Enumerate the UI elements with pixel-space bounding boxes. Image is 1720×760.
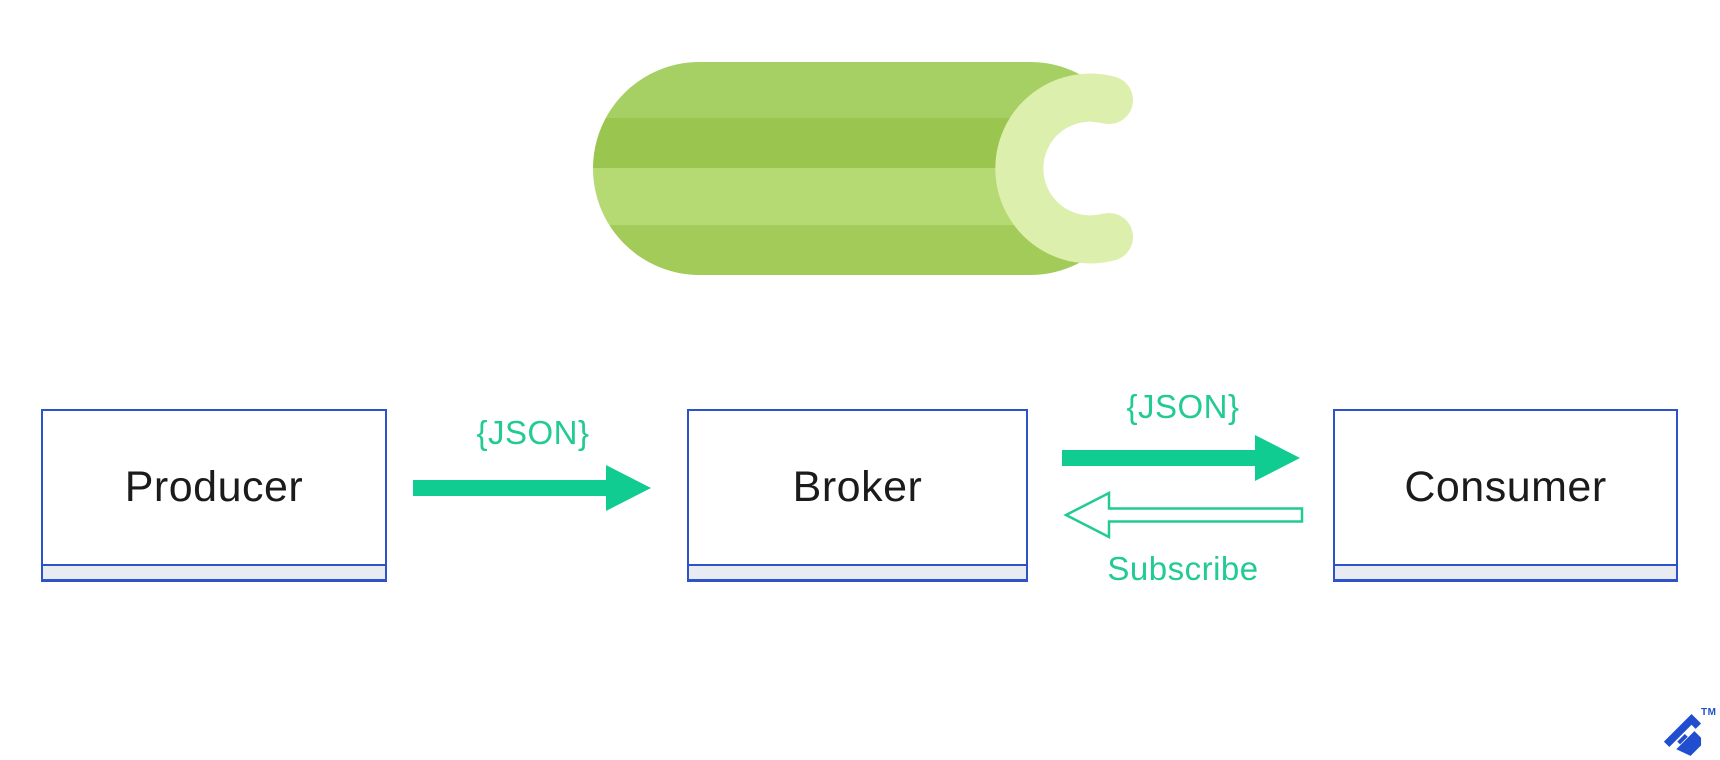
- toptal-logo-icon: [1663, 713, 1702, 756]
- trademark-label: TM: [1701, 707, 1717, 718]
- solid-right-arrow-icon: [413, 465, 651, 511]
- node-producer-label: Producer: [124, 463, 304, 511]
- celery-logo-icon: [593, 62, 1133, 275]
- node-consumer-footer-bar: [1335, 564, 1676, 579]
- node-producer-footer-bar: [43, 564, 385, 579]
- edge-label-json-producer-broker: {JSON}: [476, 414, 590, 451]
- solid-right-arrow-icon: [1062, 435, 1300, 481]
- outline-left-arrow-icon: [1063, 491, 1304, 539]
- node-producer: Producer: [41, 409, 387, 582]
- node-broker-footer-bar: [689, 564, 1026, 579]
- celery-cross-section-c: [995, 73, 1133, 264]
- edge-label-subscribe: Subscribe: [1107, 550, 1259, 587]
- node-broker: Broker: [687, 409, 1028, 582]
- node-consumer: Consumer: [1333, 409, 1678, 582]
- node-broker-label: Broker: [792, 463, 923, 511]
- node-consumer-label: Consumer: [1404, 463, 1607, 511]
- edge-label-json-broker-consumer: {JSON}: [1126, 388, 1240, 425]
